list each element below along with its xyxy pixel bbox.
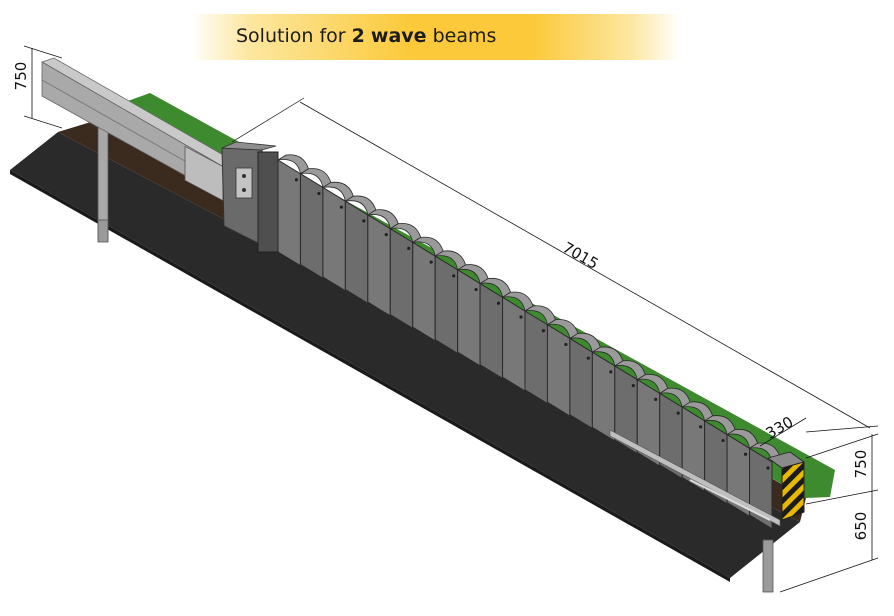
dimension-height-left-label: 750 <box>12 62 30 91</box>
segment-panel <box>681 406 706 493</box>
dimension-height-left: 750 <box>12 45 63 129</box>
segment-bolt <box>541 329 546 333</box>
segment-panel <box>524 310 548 405</box>
title-banner: Solution for 2 wave beams <box>190 14 680 60</box>
segment-bolt <box>743 452 748 456</box>
ground-rail <box>609 429 781 527</box>
segment-bolt <box>586 356 590 360</box>
segment-bolt <box>721 438 725 443</box>
dimension-depth-label: 650 <box>852 512 870 541</box>
segment-panel <box>389 227 414 330</box>
terminal-bracket <box>235 167 253 199</box>
support-post-right <box>762 539 774 593</box>
segment-panel <box>502 296 526 392</box>
dimension-height-right-label: 750 <box>852 450 870 479</box>
segment-bolt <box>699 425 703 429</box>
segment-panel <box>322 186 346 292</box>
segment-bolt <box>609 370 613 374</box>
ground-slab <box>10 132 800 578</box>
segment-panel <box>569 337 593 430</box>
end-cap-hazard-marker <box>781 461 805 521</box>
segment-bolt <box>564 342 568 347</box>
segment-panel <box>299 172 324 280</box>
dimension-length-label: 7015 <box>559 238 601 273</box>
segment-panel <box>412 241 436 342</box>
segment-panel <box>479 282 504 380</box>
segment-bolt <box>631 384 635 388</box>
banner-title: Solution for 2 wave beams <box>236 25 496 47</box>
segment-panel <box>659 392 683 480</box>
segment-bolt <box>407 246 411 250</box>
segment-panel <box>277 159 301 267</box>
banner-count: 2 <box>351 25 365 47</box>
segment-bolt <box>474 287 478 292</box>
segment-panel <box>614 365 638 455</box>
segment-bolt <box>452 274 456 278</box>
segment-panel <box>636 378 661 468</box>
dimension-height-right: 750 <box>805 433 879 505</box>
terminal-head-top <box>221 141 277 151</box>
banner-keyword: wave <box>370 25 427 47</box>
segment-bolt <box>339 205 343 209</box>
dimension-depth: 650 <box>779 492 879 593</box>
terminal-body <box>257 151 279 253</box>
segment-bolt <box>496 301 501 305</box>
segment-bolt <box>519 315 523 319</box>
segment-panel <box>591 351 616 443</box>
segment-bolt <box>654 397 658 401</box>
segment-panel <box>546 323 571 417</box>
segment-panel <box>367 214 391 317</box>
segment-bolt <box>676 411 680 415</box>
segment-bolt <box>362 219 366 223</box>
banner-prefix: Solution for <box>236 25 352 47</box>
segment-panel <box>434 255 459 355</box>
energy-absorbing-segments <box>277 154 781 530</box>
segment-bolt <box>317 191 321 196</box>
segment-panel <box>457 268 481 367</box>
banner-suffix: beams <box>426 25 497 47</box>
segment-bolt <box>384 233 388 237</box>
segment-panel <box>344 200 369 305</box>
ground-slab-edge <box>10 170 730 582</box>
segment-bolt <box>294 178 299 182</box>
segment-bolt <box>429 260 433 264</box>
segment-bolt <box>766 466 770 470</box>
support-post-left-foot <box>97 219 109 243</box>
